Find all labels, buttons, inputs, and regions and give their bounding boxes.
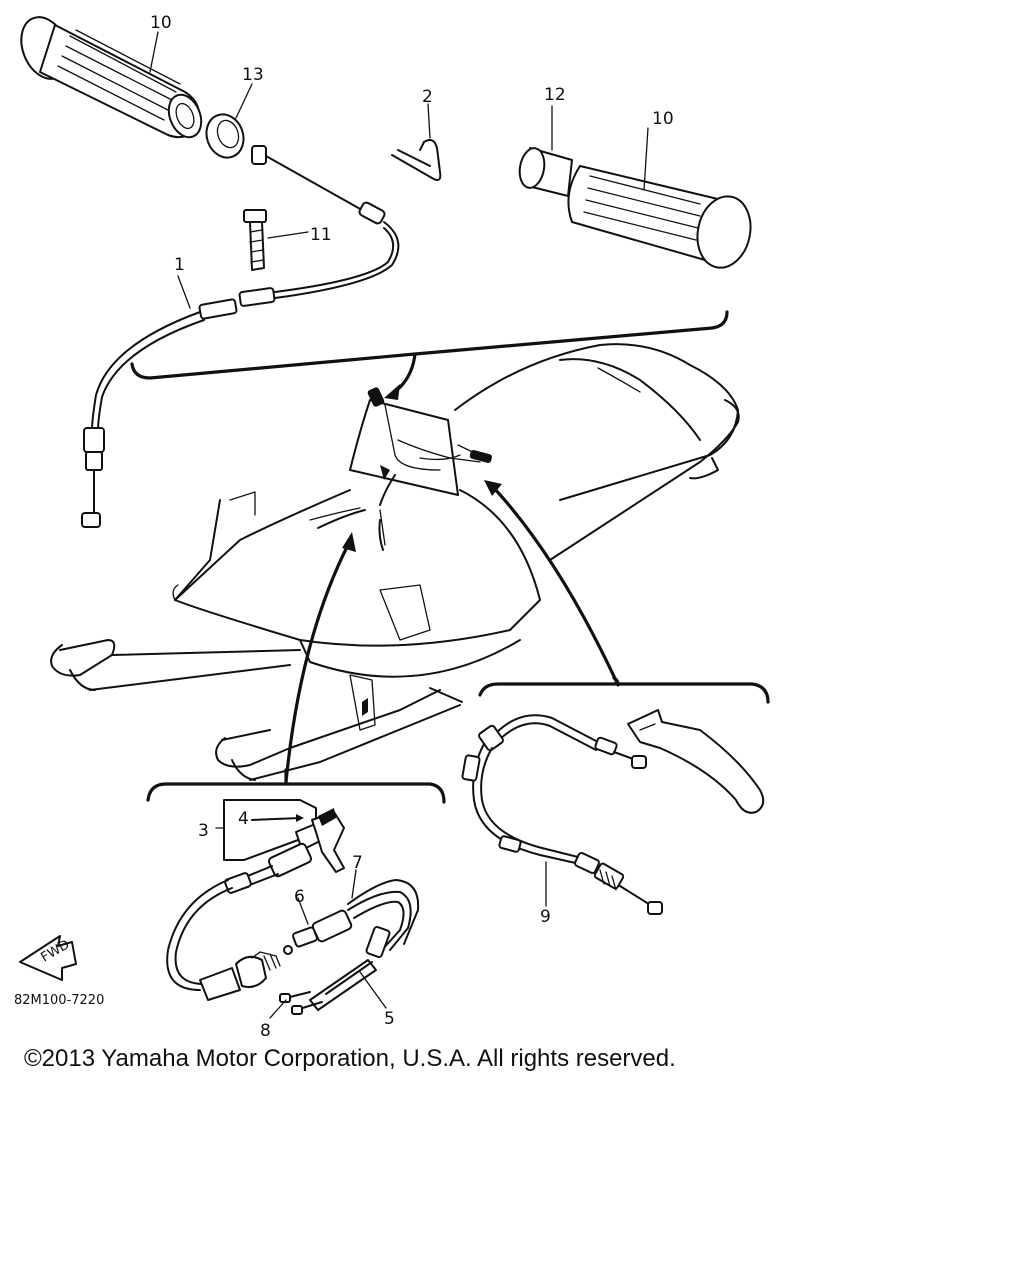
brake-lever <box>627 709 765 814</box>
callout-10-left: 10 <box>150 13 172 33</box>
callout-5: 5 <box>384 1009 395 1029</box>
callout-1: 1 <box>174 255 185 275</box>
snowmobile <box>50 343 740 781</box>
brake-cable <box>461 714 663 915</box>
callout-13: 13 <box>242 65 264 85</box>
callout-8: 8 <box>260 1021 271 1041</box>
fwd-arrow-icon: FWD <box>19 935 77 981</box>
brake-bracket <box>478 676 770 704</box>
clip <box>391 103 442 181</box>
callout-6: 6 <box>294 887 305 907</box>
right-grip <box>567 127 752 269</box>
callout-12: 12 <box>544 85 566 105</box>
bolt <box>243 209 309 271</box>
throttle-housing-kit <box>215 799 345 873</box>
throttle-cable <box>81 145 400 528</box>
callout-7: 7 <box>352 853 363 873</box>
grip-ring <box>205 113 245 159</box>
callout-3: 3 <box>198 821 209 841</box>
diagram-code: 82M100-7220 <box>14 993 104 1008</box>
callout-11: 11 <box>310 225 332 245</box>
left-grip <box>20 16 203 139</box>
callout-2: 2 <box>422 87 433 107</box>
arrow-to-throttle-area <box>284 532 356 784</box>
right-collar <box>518 105 573 197</box>
callout-9: 9 <box>540 907 551 927</box>
arrow-to-windshield <box>317 465 396 551</box>
throttle-cable-lower <box>166 842 420 1019</box>
top-bracket <box>130 310 729 400</box>
throttle-bracket <box>146 768 446 804</box>
arrow-to-brake-area <box>484 480 620 687</box>
callout-4: 4 <box>238 809 249 829</box>
copyright-notice: ©2013 Yamaha Motor Corporation, U.S.A. A… <box>24 1045 676 1072</box>
callout-10-right: 10 <box>652 109 674 129</box>
